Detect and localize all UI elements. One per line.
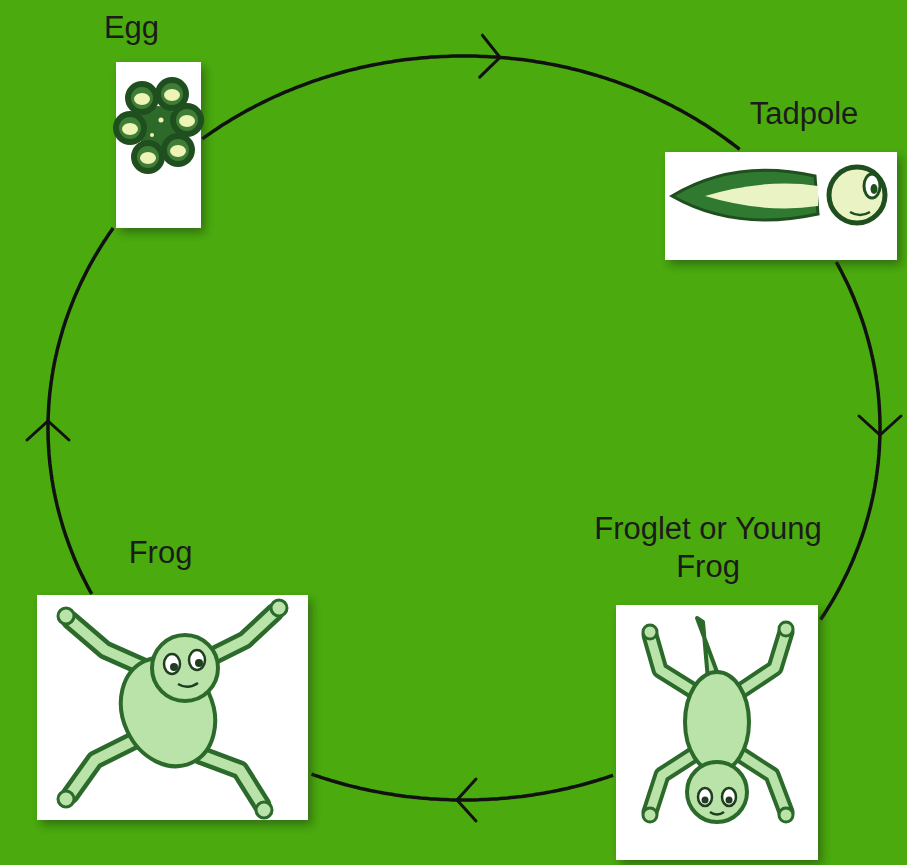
cycle-arc	[202, 35, 739, 149]
stage-picture-box: Frog	[37, 595, 308, 820]
stage-label: Frog	[129, 534, 193, 573]
arrow-chevron	[480, 35, 500, 77]
cycle-arc-line	[48, 228, 113, 594]
egg-cluster	[113, 77, 204, 174]
frog-figure	[58, 600, 287, 818]
stage-label-group: Froglet or Young Frog	[593, 510, 823, 588]
stage-picture-box: Egg	[116, 62, 201, 228]
froglet-figure	[643, 618, 793, 822]
stage-picture-box: Froglet or Young Frog	[616, 605, 818, 860]
cycle-arc	[312, 774, 614, 821]
stage-label-group: Egg	[104, 9, 159, 48]
stage-label: Tadpole	[750, 95, 859, 134]
cycle-arc	[27, 228, 113, 594]
tadpole-figure	[672, 167, 885, 223]
stage-label-group: Frog	[129, 534, 193, 573]
stage-label-group: Tadpole	[750, 95, 859, 134]
stage-label: Froglet or Young Frog	[593, 510, 823, 588]
stage-picture-box: Tadpole	[665, 152, 897, 260]
arrow-chevron	[27, 421, 69, 440]
cycle-arc-line	[821, 262, 880, 620]
cycle-arc	[821, 262, 901, 620]
stage-label: Egg	[104, 9, 159, 48]
picture-boxes	[37, 62, 897, 860]
cycle-arc-line	[202, 56, 739, 149]
arrow-chevron	[457, 779, 476, 821]
arrow-chevron	[859, 416, 901, 435]
